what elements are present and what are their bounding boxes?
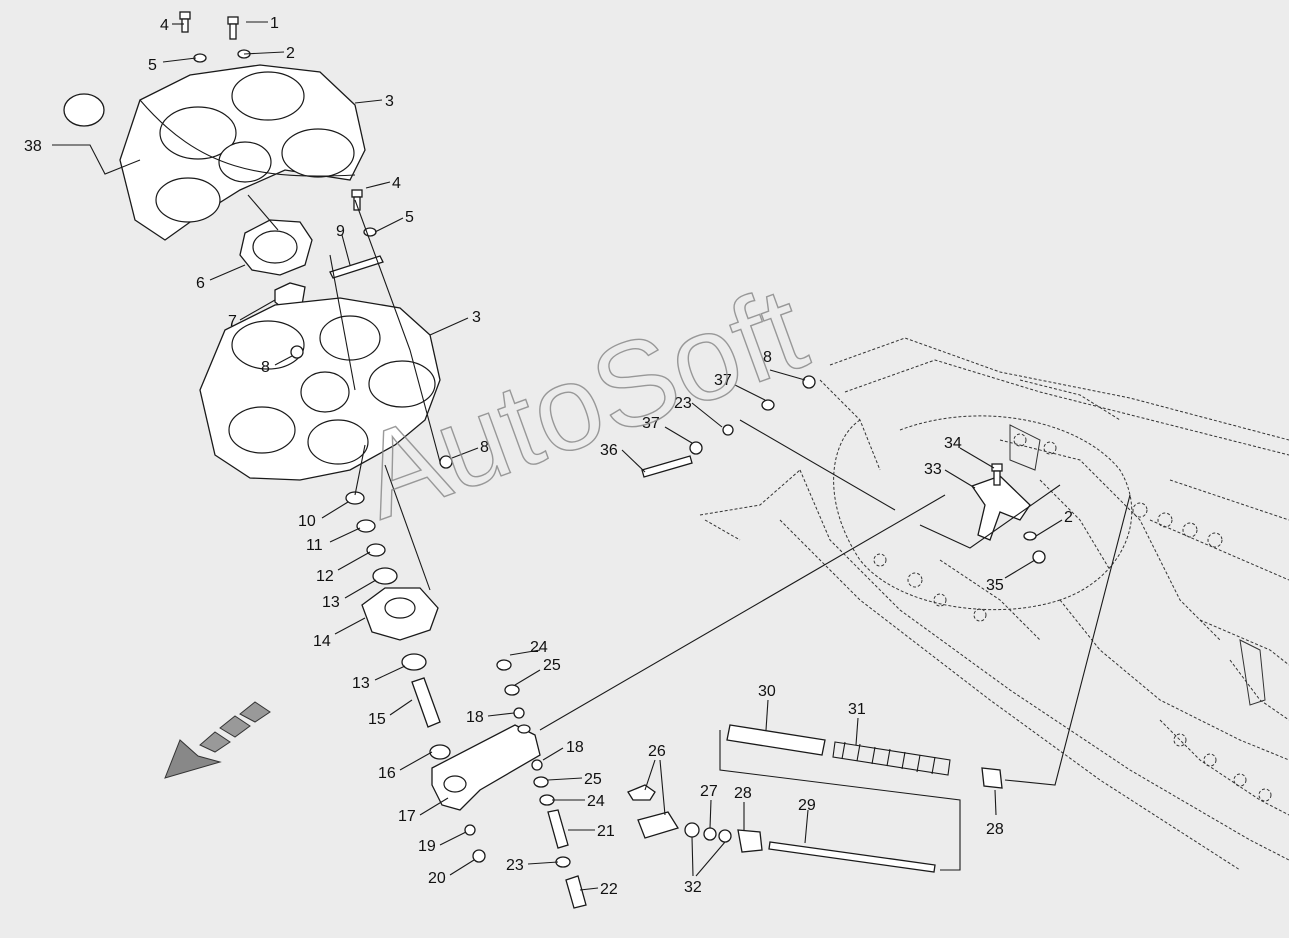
watermark: AutoSoft: [343, 261, 821, 544]
callout-8b: 8: [480, 439, 489, 456]
callout-3: 3: [385, 93, 394, 110]
callout-2b: 2: [1064, 509, 1073, 526]
callout-19: 19: [418, 838, 436, 855]
callout-14: 14: [313, 633, 331, 650]
callout-20: 20: [428, 870, 446, 887]
callout-4: 4: [160, 17, 169, 34]
callout-25a: 25: [543, 657, 561, 674]
upper-sprocket: [119, 64, 366, 241]
callout-28a: 28: [734, 785, 752, 802]
nut-8a: [290, 345, 304, 359]
bracket-33: [970, 463, 1046, 564]
callout-15: 15: [368, 711, 386, 728]
callout-34: 34: [944, 435, 962, 452]
nut-8c: [802, 375, 816, 389]
callout-35: 35: [986, 577, 1004, 594]
callout-10: 10: [298, 513, 316, 530]
callout-13b: 13: [352, 675, 370, 692]
clevis-assembly: [627, 784, 763, 853]
spring-assembly: [726, 724, 1003, 789]
callout-28b: 28: [986, 821, 1004, 838]
callout-7: 7: [228, 313, 237, 330]
cap-38: [63, 93, 105, 127]
leader-lines: [52, 21, 1131, 891]
lever-17: [431, 724, 541, 811]
bolt-36-stack: [641, 399, 775, 478]
bearing-stack: [345, 491, 439, 671]
callout-11: 11: [306, 537, 323, 554]
callout-24b: 24: [587, 793, 605, 810]
callout-2: 2: [286, 45, 295, 62]
callout-9: 9: [336, 223, 345, 240]
callout-12: 12: [316, 568, 334, 585]
callout-32: 32: [684, 879, 702, 896]
lower-sprocket: [199, 297, 441, 481]
callout-23a: 23: [674, 395, 692, 412]
top-bolts: [179, 11, 251, 63]
callout-26: 26: [648, 743, 666, 760]
callout-18b: 18: [566, 739, 584, 756]
callout-5b: 5: [405, 209, 414, 226]
small-parts-right: [531, 759, 587, 909]
callout-33: 33: [924, 461, 942, 478]
callout-37b: 37: [642, 415, 660, 432]
callout-13a: 13: [322, 594, 340, 611]
direction-arrow-icon: [164, 701, 271, 779]
callout-37a: 37: [714, 372, 732, 389]
callout-labels: 1 2 3 4 5 38 4 5 9 6 7 3 8 8 8 37 23 37 …: [24, 15, 1073, 898]
callout-23b: 23: [506, 857, 524, 874]
callout-1: 1: [270, 15, 279, 32]
callout-22: 22: [600, 881, 618, 898]
callout-4b: 4: [392, 175, 401, 192]
callout-38: 38: [24, 138, 42, 155]
callout-16: 16: [378, 765, 396, 782]
callout-3b: 3: [472, 309, 481, 326]
callout-30: 30: [758, 683, 776, 700]
callout-8c: 8: [763, 349, 772, 366]
callout-29: 29: [798, 797, 816, 814]
hub-flange: [239, 219, 313, 311]
small-parts-left: [464, 659, 525, 863]
callout-24a: 24: [530, 639, 548, 656]
callout-36: 36: [600, 442, 618, 459]
mid-bolt: [351, 189, 377, 237]
callout-31: 31: [848, 701, 866, 718]
callout-18a: 18: [466, 709, 484, 726]
chassis-frame: [699, 337, 1289, 871]
pin-9: [329, 255, 384, 279]
callout-21: 21: [597, 823, 615, 840]
callout-17: 17: [398, 808, 416, 825]
callout-8a: 8: [261, 359, 270, 376]
callout-6: 6: [196, 275, 205, 292]
callout-5: 5: [148, 57, 157, 74]
shaft-15: [411, 677, 451, 760]
callout-27: 27: [700, 783, 718, 800]
rod-29: [768, 841, 936, 873]
callout-25b: 25: [584, 771, 602, 788]
